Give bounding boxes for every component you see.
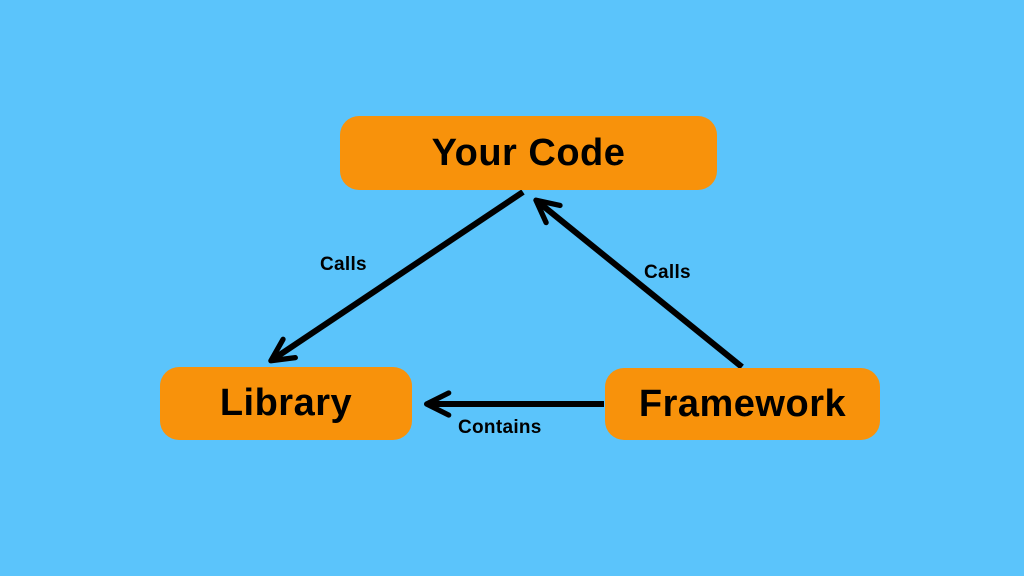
edge-framework-to-your-code xyxy=(533,197,744,370)
edge-your-code-to-library xyxy=(268,189,525,364)
node-your-code-label: Your Code xyxy=(431,131,626,174)
node-framework: Framework xyxy=(605,368,880,440)
node-library-label: Library xyxy=(219,382,353,424)
node-library: Library xyxy=(160,367,412,440)
edge-label-contains: Contains xyxy=(458,417,542,438)
node-your-code: Your Code xyxy=(340,116,717,190)
edge-label-calls-right: Calls xyxy=(644,262,691,283)
edge-label-calls-left: Calls xyxy=(320,254,367,275)
node-framework-label: Framework xyxy=(638,382,847,425)
